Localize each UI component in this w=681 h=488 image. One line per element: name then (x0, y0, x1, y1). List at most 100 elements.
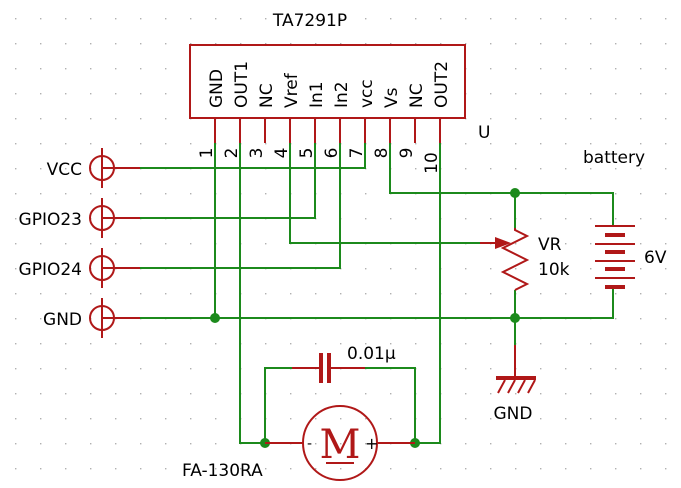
grid-dot (590, 18, 592, 20)
connector-gnd[interactable]: GND (43, 298, 140, 338)
grid-dot (165, 143, 167, 145)
grid-dot (515, 43, 517, 45)
grid-dot (665, 143, 667, 145)
pin-number: 7 (347, 148, 367, 159)
grid-dot (415, 43, 417, 45)
connector-vcc[interactable]: VCC (47, 148, 140, 188)
grid-dot (115, 468, 117, 470)
grid-dot (640, 193, 642, 195)
grid-dot (315, 393, 317, 395)
grid-dot (490, 393, 492, 395)
grid-dot (215, 18, 217, 20)
grid-dot (315, 18, 317, 20)
grid-dot (465, 268, 467, 270)
grid-dot (90, 343, 92, 345)
grid-dot (90, 468, 92, 470)
grid-dot (315, 468, 317, 470)
grid-dot (215, 393, 217, 395)
grid-dot (665, 168, 667, 170)
grid-dot (190, 368, 192, 370)
ic-name: TA7291P (272, 11, 347, 31)
grid-dot (590, 143, 592, 145)
grid-dot (665, 318, 667, 320)
grid-dot (40, 193, 42, 195)
grid-dot (640, 68, 642, 70)
grid-dot (215, 368, 217, 370)
ic-ta7291p[interactable]: TA7291P U GND1OUT12NC3Vref4In15In26vcc7V… (189, 11, 490, 174)
grid-dot (365, 443, 367, 445)
potentiometer-vr[interactable]: VR 10k (480, 228, 570, 291)
grid-dot (665, 293, 667, 295)
grid-dot (590, 293, 592, 295)
grid-dot (590, 118, 592, 120)
junction (210, 313, 220, 323)
grid-dot (615, 18, 617, 20)
grid-dot (615, 68, 617, 70)
ic-pin-7: vcc 7 (347, 79, 377, 158)
grid-dot (115, 293, 117, 295)
grid-dot (15, 218, 17, 220)
pin-name: In2 (332, 81, 352, 108)
grid-dot (590, 268, 592, 270)
grid-dot (190, 393, 192, 395)
grid-dot (40, 343, 42, 345)
grid-dot (540, 293, 542, 295)
grid-dot (165, 343, 167, 345)
grid-dot (115, 18, 117, 20)
connector-gpio23[interactable]: GPIO23 (19, 198, 140, 238)
grid-dot (590, 393, 592, 395)
pin-name: GND (207, 69, 227, 108)
grid-dot (15, 143, 17, 145)
grid-dot (40, 368, 42, 370)
battery[interactable]: battery 6V (583, 148, 667, 289)
grid-dot (40, 168, 42, 170)
motor[interactable]: M - + FA-130RA (182, 405, 415, 481)
grid-dot (590, 343, 592, 345)
connector-gpio24[interactable]: GPIO24 (19, 248, 140, 288)
grid-dot (15, 293, 17, 295)
grid-dot (15, 468, 17, 470)
grid-dot (215, 443, 217, 445)
grid-dot (190, 143, 192, 145)
grid-dot (465, 468, 467, 470)
connector-label: GPIO23 (19, 210, 82, 230)
grid-dot (415, 268, 417, 270)
grid-dot (315, 293, 317, 295)
grid-dot (115, 118, 117, 120)
pin-name: NC (407, 83, 427, 108)
grid-dot (615, 193, 617, 195)
grid-dot (15, 93, 17, 95)
grid-dot (490, 268, 492, 270)
grid-dot (115, 143, 117, 145)
pin-name: vcc (357, 79, 377, 108)
grid-dot (490, 118, 492, 120)
grid-dot (465, 168, 467, 170)
grid-dot (290, 343, 292, 345)
grid-dot (640, 393, 642, 395)
grid-dot (115, 418, 117, 420)
grid-dot (415, 143, 417, 145)
grid-dot (515, 118, 517, 120)
grid-dot (40, 68, 42, 70)
grid-dot (40, 218, 42, 220)
grid-dot (590, 243, 592, 245)
grid-dot (615, 393, 617, 395)
grid-dot (90, 293, 92, 295)
capacitor[interactable]: 0.01μ (292, 344, 396, 383)
grid-dot (40, 268, 42, 270)
grid-dot (665, 243, 667, 245)
grid-dot (165, 18, 167, 20)
grid-dot (615, 343, 617, 345)
grid-dot (415, 18, 417, 20)
grid-dot (565, 468, 567, 470)
grid-dot (465, 418, 467, 420)
ground-label: GND (494, 404, 533, 424)
grid-dot (240, 18, 242, 20)
grid-dot (665, 218, 667, 220)
grid-dot (65, 143, 67, 145)
grid-dot (565, 268, 567, 270)
grid-dot (665, 118, 667, 120)
grid-dot (490, 343, 492, 345)
grid-dot (65, 268, 67, 270)
